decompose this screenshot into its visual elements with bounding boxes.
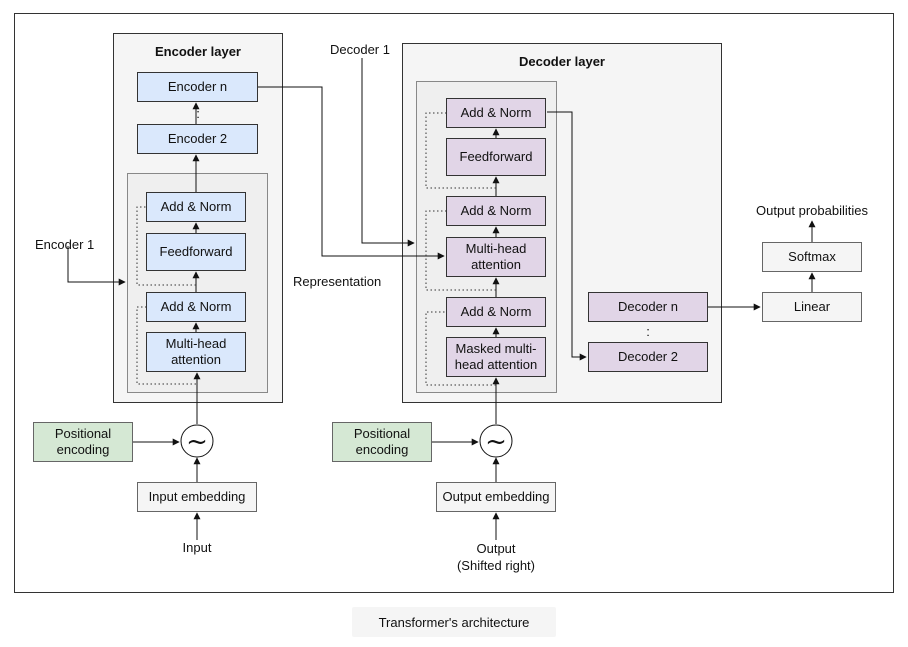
encoder-n-box: Encoder n: [137, 72, 258, 102]
output-label-line2: (Shifted right): [456, 558, 536, 573]
output-sum-circle: [479, 424, 513, 458]
encoder-add-norm-bottom: Add & Norm: [146, 292, 246, 322]
linear-box: Linear: [762, 292, 862, 322]
residual-dec-attn: [425, 210, 496, 291]
arrow-representation: [258, 86, 445, 260]
output-sum-symbol: ~: [485, 427, 507, 457]
decoder-add-norm-top: Add & Norm: [446, 98, 546, 128]
figure-caption: Transformer's architecture: [352, 607, 556, 637]
output-probabilities-label: Output probabilities: [755, 203, 868, 218]
decoder-ellipsis: :: [646, 324, 650, 339]
input-sum-circle: [180, 424, 214, 458]
encoder-add-norm-top: Add & Norm: [146, 192, 246, 222]
input-embedding-box: Input embedding: [137, 482, 257, 512]
input-sum-symbol: ~: [186, 427, 208, 457]
decoder-masked-multi-head-attention: Masked multi-head attention: [446, 337, 546, 377]
representation-label: Representation: [293, 274, 382, 289]
decoder-layer-title: Decoder layer: [519, 54, 605, 69]
decoder-n-box: Decoder n: [588, 292, 708, 322]
softmax-box: Softmax: [762, 242, 862, 272]
encoder-multi-head-attention: Multi-head attention: [146, 332, 246, 372]
encoder-ellipsis: :: [196, 106, 200, 121]
encoder-feedforward: Feedforward: [146, 233, 246, 271]
arrow-encoder-1: [67, 246, 126, 286]
output-positional-encoding: Positional encoding: [332, 422, 432, 462]
encoder-layer-title: Encoder layer: [155, 44, 241, 59]
arrow-decoder-1: [361, 58, 415, 247]
decoder-feedforward: Feedforward: [446, 138, 546, 176]
decoder-add-norm-mid: Add & Norm: [446, 196, 546, 226]
output-label-line1: Output: [476, 541, 516, 556]
decoder-1-label: Decoder 1: [330, 42, 390, 57]
input-positional-encoding: Positional encoding: [33, 422, 133, 462]
decoder-add-norm-bottom: Add & Norm: [446, 297, 546, 327]
encoder-1-label: Encoder 1: [35, 237, 95, 252]
decoder-2-box: Decoder 2: [588, 342, 708, 372]
decoder-multi-head-attention: Multi-head attention: [446, 237, 546, 277]
encoder-2-box: Encoder 2: [137, 124, 258, 154]
output-embedding-box: Output embedding: [436, 482, 556, 512]
input-label: Input: [182, 540, 212, 555]
residual-enc-ff: [136, 206, 196, 286]
arrow-dec-top-to-decoder2: [547, 111, 587, 361]
residual-dec-ff: [425, 112, 496, 189]
residual-enc-attn: [136, 306, 196, 385]
residual-dec-masked: [425, 311, 496, 386]
